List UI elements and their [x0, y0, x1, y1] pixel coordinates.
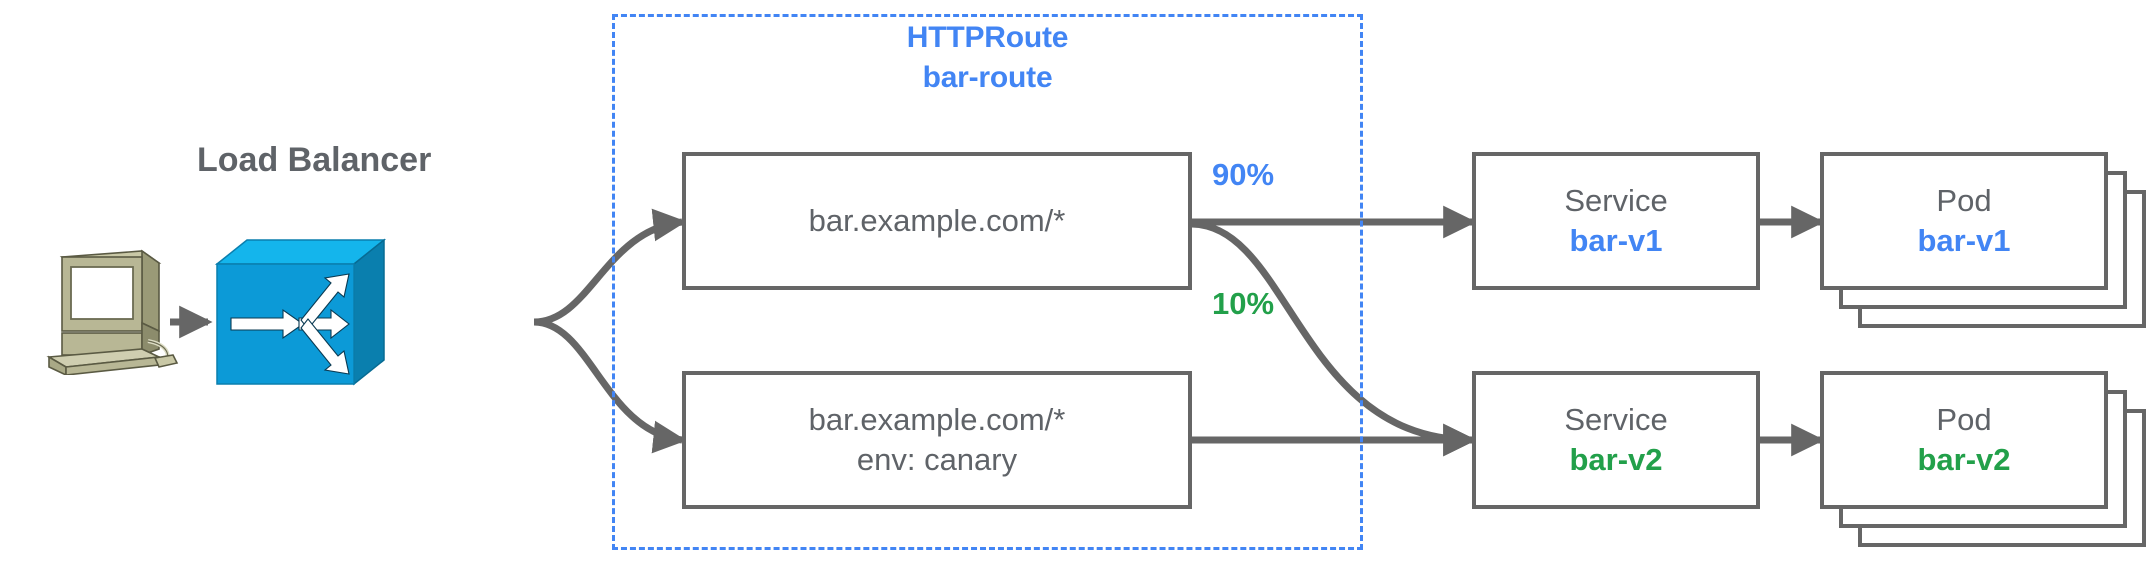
httproute-kind-label: HTTPRoute [906, 21, 1069, 54]
httproute-name-label: bar-route [922, 61, 1053, 94]
service-bar-v1-box[interactable]: Service bar-v1 [1472, 152, 1760, 290]
pod-v1-name-label: bar-v1 [1917, 223, 2011, 258]
httproute-rule-2-line-1: bar.example.com/* [808, 402, 1066, 437]
workstation-icon [35, 245, 180, 377]
httproute-rule-2-line-2: env: canary [856, 442, 1018, 477]
pod-v1-kind-label: Pod [1936, 183, 1992, 218]
httproute-rule-2-box[interactable]: bar.example.com/* env: canary [682, 371, 1192, 509]
httproute-group-boundary [612, 14, 1363, 550]
service-v2-kind-label: Service [1564, 402, 1668, 437]
service-bar-v2-box[interactable]: Service bar-v2 [1472, 371, 1760, 509]
service-v2-name-label: bar-v2 [1569, 442, 1663, 477]
load-balancer-label: Load Balancer [197, 141, 432, 179]
httproute-rule-1-line-1: bar.example.com/* [808, 203, 1066, 238]
weight-label-10: 10% [1212, 286, 1275, 321]
pod-v2-kind-label: Pod [1936, 402, 1992, 437]
httproute-group-title: HTTPRoute bar-route [612, 18, 1363, 98]
pod-bar-v2-box[interactable]: Pod bar-v2 [1820, 371, 2108, 509]
service-v1-name-label: bar-v1 [1569, 223, 1663, 258]
weight-label-90: 90% [1212, 157, 1275, 192]
service-v1-kind-label: Service [1564, 183, 1668, 218]
pod-v2-name-label: bar-v2 [1917, 442, 2011, 477]
pod-bar-v1-box[interactable]: Pod bar-v1 [1820, 152, 2108, 290]
load-balancer-switch-icon [213, 236, 388, 396]
httproute-rule-1-box[interactable]: bar.example.com/* [682, 152, 1192, 290]
